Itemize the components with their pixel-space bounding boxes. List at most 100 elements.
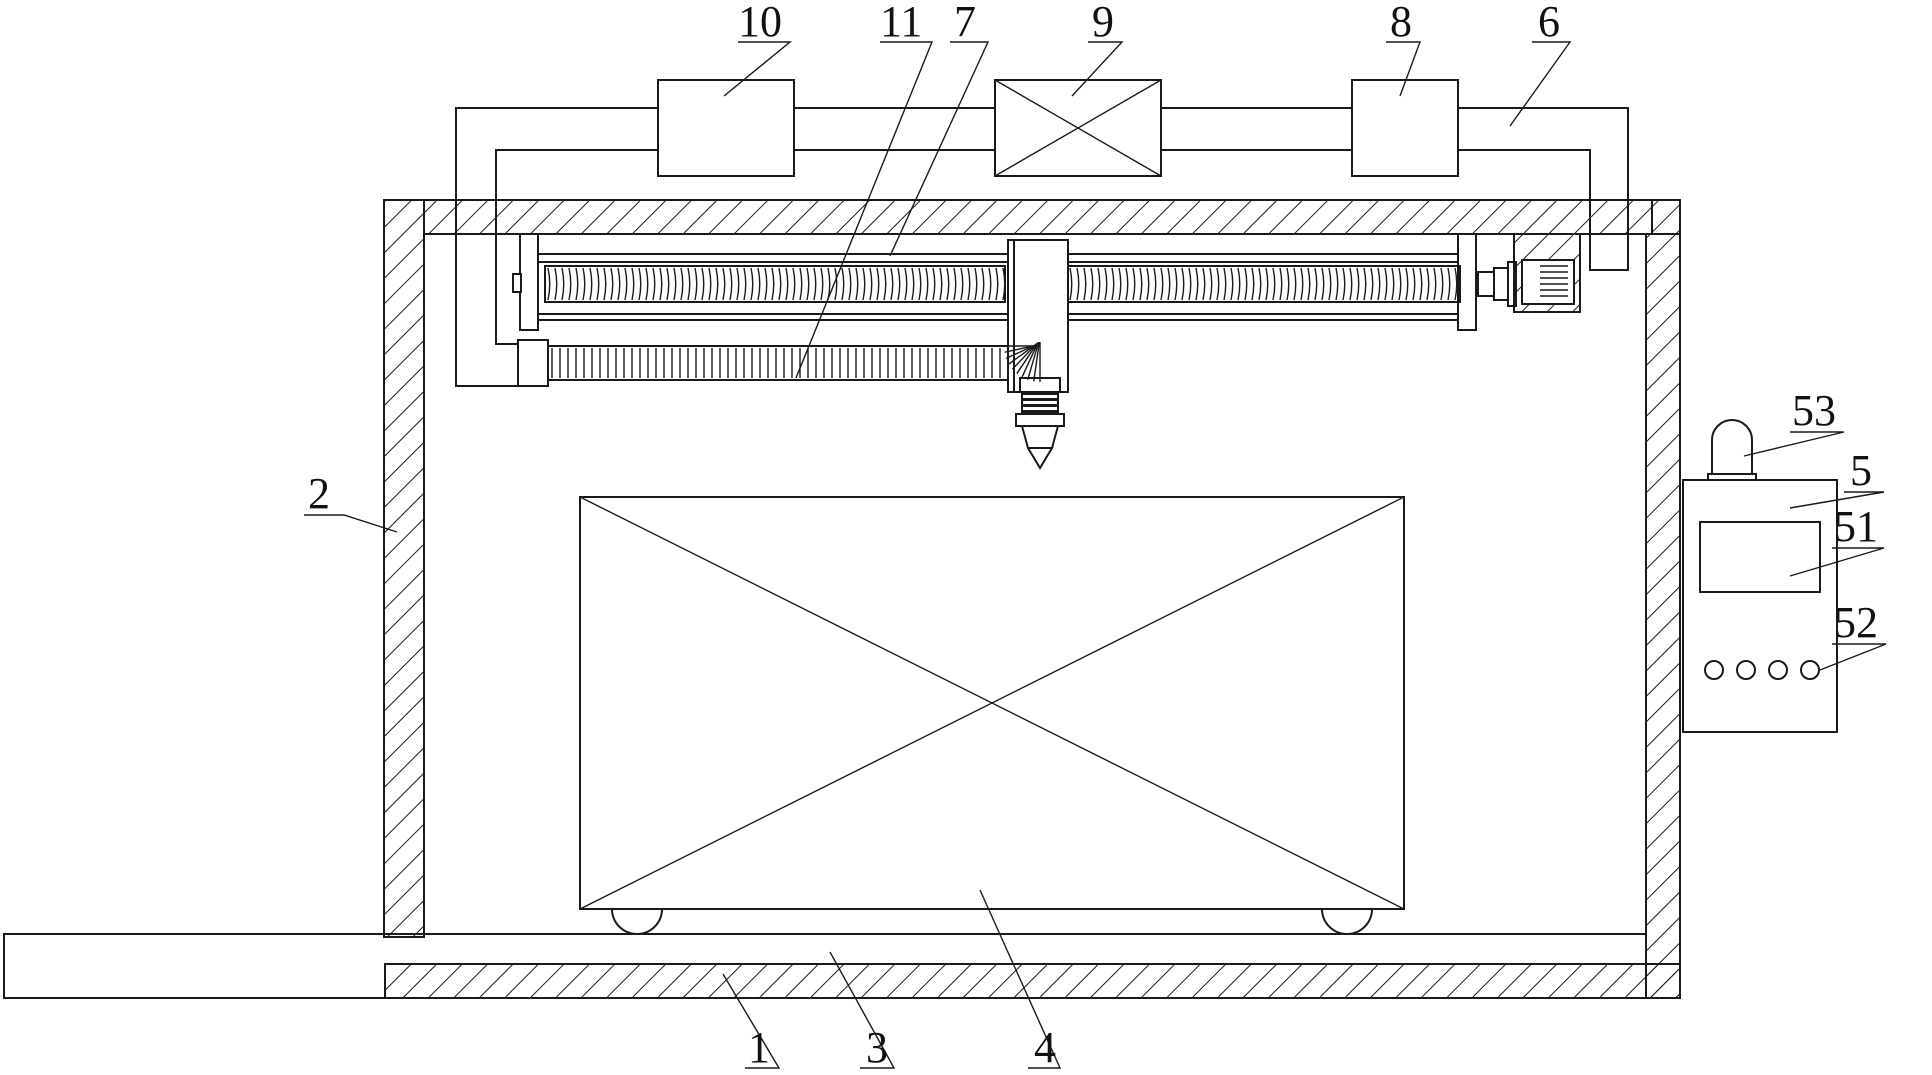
leader-7 (889, 41, 990, 257)
screw-thread-turn (561, 267, 565, 301)
screw-thread-turn (862, 267, 866, 301)
control-button-3 (1768, 660, 1788, 680)
screw-thread-turn (1328, 267, 1332, 301)
screw-thread-turn (1069, 267, 1073, 301)
screw-thread-turn (1097, 267, 1101, 301)
alarm-lamp (1711, 419, 1753, 481)
hose-elbow-rib (1005, 343, 1037, 359)
screw-thread-turn (1083, 267, 1087, 301)
nozzle-body (1015, 413, 1065, 427)
screw-thread-turn (1454, 267, 1458, 301)
screw-thread-turn (848, 267, 852, 301)
screw-thread-turn (939, 267, 943, 301)
lead-screw-thread (547, 267, 1458, 301)
screw-thread-turn (666, 267, 670, 301)
screw-thread-turn (1321, 267, 1325, 301)
label-8: 8 (1390, 0, 1412, 46)
screw-thread-turn (897, 267, 901, 301)
screw-thread-turn (610, 267, 614, 301)
screw-thread-turn (1286, 267, 1290, 301)
screw-thread-turn (988, 267, 992, 301)
screw-thread-turn (1111, 267, 1115, 301)
screw-thread-turn (645, 267, 649, 301)
screw-thread-turn (1370, 267, 1374, 301)
screw-thread-turn (1132, 267, 1136, 301)
screw-thread-turn (722, 267, 726, 301)
screw-thread-turn (918, 267, 922, 301)
screw-thread-turn (736, 267, 740, 301)
label-51: 51 (1834, 502, 1878, 551)
screw-thread-turn (750, 267, 754, 301)
label-2: 2 (308, 469, 330, 518)
screw-thread-turn (1146, 267, 1150, 301)
screw-thread-turn (1412, 267, 1416, 301)
screw-thread-turn (1251, 267, 1255, 301)
screw-thread-turn (974, 267, 978, 301)
trolley-wheel-right (1320, 908, 1374, 935)
display-screen (1699, 521, 1821, 593)
left-bearing-block (519, 233, 539, 331)
trolley-cross-b (579, 496, 1405, 910)
screw-end-cap (512, 273, 522, 293)
label-53: 53 (1792, 386, 1836, 435)
screw-thread-turn (1363, 267, 1367, 301)
pipe-connector (517, 339, 549, 387)
nozzle-ring (1021, 405, 1059, 412)
hose-elbow-rib (1033, 341, 1040, 382)
leader-53 (1743, 431, 1845, 457)
screw-thread-turn (1174, 267, 1178, 301)
hose-elbow-rib (1021, 342, 1039, 378)
screw-thread-turn (1160, 267, 1164, 301)
screw-thread-turn (1181, 267, 1185, 301)
leader-lines (304, 41, 1887, 1069)
screw-thread-turn (764, 267, 768, 301)
flexible-hose (547, 341, 1041, 382)
screw-thread-turn (1307, 267, 1311, 301)
leader-4 (979, 889, 1062, 1069)
screw-thread-turn (960, 267, 964, 301)
leader-51 (1789, 547, 1885, 577)
nozzle-ring (1021, 399, 1059, 406)
screw-thread-turn (1118, 267, 1122, 301)
screw-thread-turn (624, 267, 628, 301)
screw-thread-turn (659, 267, 663, 301)
screw-thread-turn (1104, 267, 1108, 301)
left-wall (383, 199, 425, 938)
label-10: 10 (738, 0, 782, 46)
screw-thread-turn (1258, 267, 1262, 301)
cabinet-frame (3, 199, 1681, 999)
leader-2 (304, 514, 398, 533)
hose-elbow-rib (1016, 342, 1039, 374)
screw-thread-turn (1167, 267, 1171, 301)
leader-6 (1509, 41, 1572, 127)
screw-thread-turn (708, 267, 712, 301)
screw-thread-turn (1398, 267, 1402, 301)
label-9: 9 (1092, 0, 1114, 46)
screw-thread-turn (1153, 267, 1157, 301)
screw-thread-turn (925, 267, 929, 301)
screw-thread-turn (813, 267, 817, 301)
pipe-outline (455, 107, 1629, 387)
right-wall (1645, 233, 1681, 999)
label-7: 7 (954, 0, 976, 46)
screw-outline-left (544, 265, 1006, 303)
screw-thread-turn (582, 267, 586, 301)
screw-thread-turn (855, 267, 859, 301)
screw-thread-turn (1335, 267, 1339, 301)
coupling-2 (1493, 267, 1509, 301)
bottom-base (384, 963, 1681, 999)
screw-thread-turn (1223, 267, 1227, 301)
screw-thread-turn (904, 267, 908, 301)
leader-8 (1386, 41, 1422, 97)
screw-thread-turn (1244, 267, 1248, 301)
screw-thread-turn (1202, 267, 1206, 301)
screw-thread-turn (869, 267, 873, 301)
screw-thread-turn (575, 267, 579, 301)
reference-labels: 1 2 3 4 5 6 7 8 9 10 11 51 52 53 (308, 0, 1878, 1072)
alarm-lamp-base (1707, 473, 1757, 481)
screw-thread-turn (687, 267, 691, 301)
screw-thread-turn (1426, 267, 1430, 301)
screw-thread-turn (547, 267, 551, 301)
screw-thread-turn (1265, 267, 1269, 301)
screw-thread-turn (778, 267, 782, 301)
